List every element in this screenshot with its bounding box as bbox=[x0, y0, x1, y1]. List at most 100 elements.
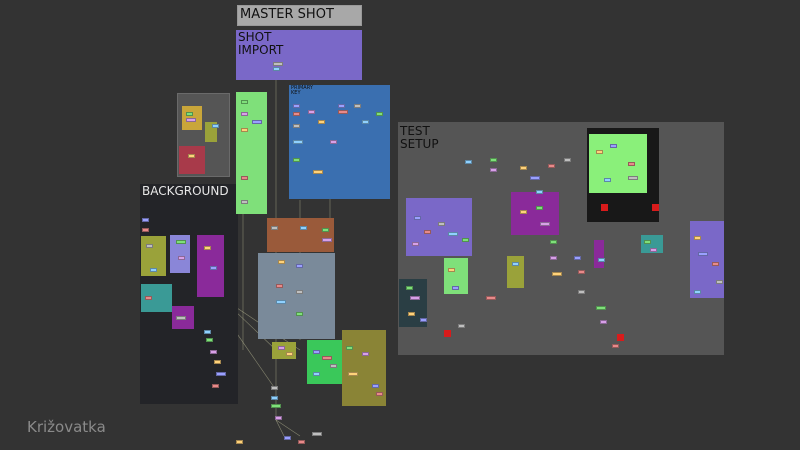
magenta-thin-backdrop[interactable] bbox=[594, 240, 604, 268]
graph-node[interactable] bbox=[564, 158, 571, 162]
graph-node[interactable] bbox=[178, 256, 185, 260]
graph-node[interactable] bbox=[278, 346, 285, 350]
graph-node[interactable] bbox=[698, 252, 708, 256]
graph-node[interactable] bbox=[241, 112, 248, 116]
red-group-backdrop[interactable] bbox=[179, 146, 205, 174]
graph-node[interactable] bbox=[273, 67, 280, 71]
graph-node[interactable] bbox=[275, 416, 282, 420]
graph-node[interactable] bbox=[346, 346, 353, 350]
graph-node[interactable] bbox=[313, 372, 320, 376]
graph-node[interactable] bbox=[293, 158, 300, 162]
purple-right-backdrop[interactable] bbox=[690, 221, 724, 298]
graph-node[interactable] bbox=[176, 240, 186, 244]
graph-node[interactable] bbox=[628, 162, 635, 166]
graph-node[interactable] bbox=[142, 218, 149, 222]
graph-node[interactable] bbox=[598, 258, 605, 262]
graph-node[interactable] bbox=[293, 104, 300, 108]
graph-node[interactable] bbox=[414, 216, 421, 220]
graph-node[interactable] bbox=[438, 222, 445, 226]
graph-node[interactable] bbox=[322, 228, 329, 232]
lavender-test-backdrop[interactable] bbox=[406, 198, 472, 256]
graph-node[interactable] bbox=[486, 296, 496, 300]
graph-node[interactable] bbox=[512, 262, 519, 266]
graph-node[interactable] bbox=[252, 120, 262, 124]
graph-node[interactable] bbox=[210, 350, 217, 354]
graph-node[interactable] bbox=[338, 110, 348, 114]
graph-node[interactable] bbox=[204, 246, 211, 250]
graph-node[interactable] bbox=[271, 404, 281, 408]
graph-node[interactable] bbox=[412, 242, 419, 246]
test-setup-backdrop[interactable]: TEST SETUP bbox=[398, 122, 724, 355]
graph-node[interactable] bbox=[150, 268, 157, 272]
graph-node[interactable] bbox=[312, 432, 322, 436]
graph-node[interactable] bbox=[313, 170, 323, 174]
graph-node[interactable] bbox=[462, 238, 469, 242]
olive-test-backdrop[interactable] bbox=[507, 256, 524, 288]
graph-node[interactable] bbox=[458, 324, 465, 328]
green-lower-backdrop[interactable] bbox=[307, 340, 343, 384]
graph-node[interactable] bbox=[293, 140, 303, 144]
graph-node[interactable] bbox=[448, 232, 458, 236]
primary-key-backdrop[interactable]: PRIMARY KEY bbox=[289, 85, 390, 199]
graph-node[interactable] bbox=[376, 392, 383, 396]
graph-node[interactable] bbox=[214, 360, 221, 364]
graph-node[interactable] bbox=[296, 264, 303, 268]
graph-node[interactable] bbox=[574, 256, 581, 260]
graph-node[interactable] bbox=[186, 112, 193, 116]
graph-node[interactable] bbox=[236, 440, 243, 444]
graph-node[interactable] bbox=[552, 272, 562, 276]
graph-node[interactable] bbox=[308, 110, 315, 114]
graph-node[interactable] bbox=[273, 62, 283, 66]
graph-node[interactable] bbox=[210, 266, 217, 270]
graph-node[interactable] bbox=[278, 260, 285, 264]
graph-node[interactable] bbox=[145, 296, 152, 300]
graph-node[interactable] bbox=[241, 128, 248, 132]
graph-node[interactable] bbox=[376, 112, 383, 116]
graph-node[interactable] bbox=[271, 386, 278, 390]
viewer-marker-3[interactable] bbox=[601, 204, 608, 211]
graph-node[interactable] bbox=[276, 284, 283, 288]
graph-node[interactable] bbox=[578, 290, 585, 294]
graph-node[interactable] bbox=[650, 248, 657, 252]
graph-node[interactable] bbox=[276, 300, 286, 304]
graph-node[interactable] bbox=[550, 240, 557, 244]
graph-node[interactable] bbox=[271, 226, 278, 230]
graph-node[interactable] bbox=[452, 286, 459, 290]
green-tall-backdrop[interactable] bbox=[236, 92, 267, 214]
graph-node[interactable] bbox=[448, 268, 455, 272]
graph-node[interactable] bbox=[241, 100, 248, 104]
graph-node[interactable] bbox=[204, 330, 211, 334]
graph-node[interactable] bbox=[596, 150, 603, 154]
graph-node[interactable] bbox=[490, 158, 497, 162]
graph-node[interactable] bbox=[206, 338, 213, 342]
graph-node[interactable] bbox=[362, 352, 369, 356]
graph-node[interactable] bbox=[313, 350, 320, 354]
teal-test-backdrop[interactable] bbox=[641, 235, 663, 253]
graph-node[interactable] bbox=[330, 364, 337, 368]
graph-node[interactable] bbox=[241, 200, 248, 204]
graph-node[interactable] bbox=[293, 112, 300, 116]
graph-node[interactable] bbox=[536, 190, 543, 194]
graph-node[interactable] bbox=[550, 256, 557, 260]
brown-backdrop[interactable] bbox=[267, 218, 334, 252]
graph-node[interactable] bbox=[142, 228, 149, 232]
graph-node[interactable] bbox=[600, 320, 607, 324]
graph-node[interactable] bbox=[536, 206, 543, 210]
graph-node[interactable] bbox=[420, 318, 427, 322]
graph-node[interactable] bbox=[712, 262, 719, 266]
graph-node[interactable] bbox=[216, 372, 226, 376]
graph-node[interactable] bbox=[284, 436, 291, 440]
shot-import-backdrop[interactable]: SHOT IMPORT bbox=[236, 30, 362, 80]
graph-node[interactable] bbox=[372, 384, 379, 388]
graph-node[interactable] bbox=[286, 352, 293, 356]
graph-node[interactable] bbox=[548, 164, 555, 168]
olive-mid-backdrop[interactable] bbox=[272, 342, 296, 359]
graph-node[interactable] bbox=[410, 296, 420, 300]
graph-node[interactable] bbox=[596, 306, 606, 310]
graph-node[interactable] bbox=[176, 316, 186, 320]
lavender-left-backdrop[interactable] bbox=[170, 235, 190, 273]
master-shot-header[interactable]: MASTER SHOT bbox=[237, 5, 362, 26]
graph-node[interactable] bbox=[578, 270, 585, 274]
graph-node[interactable] bbox=[322, 356, 332, 360]
